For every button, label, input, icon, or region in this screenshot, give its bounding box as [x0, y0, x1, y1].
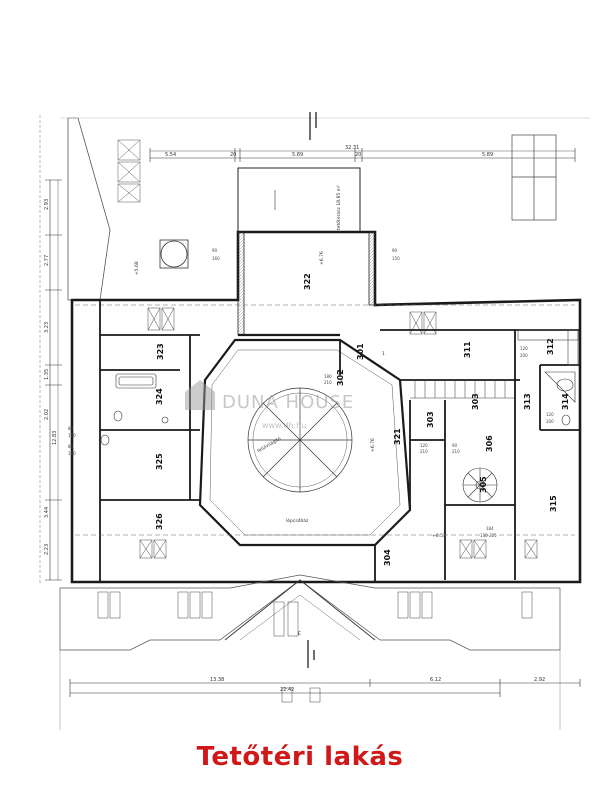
door-80-a: 80: [68, 426, 74, 431]
top-dimension-ticks: [149, 148, 576, 162]
left-dim-1: 2.93: [44, 199, 50, 210]
skylight-cluster-top-left: [117, 139, 141, 203]
dome-skylight: [247, 387, 353, 493]
room-306-label: 306: [485, 435, 494, 452]
opening-200-a: 200: [520, 353, 528, 358]
section-marker-bottom: [307, 640, 315, 668]
room-326-label: 326: [155, 513, 164, 530]
roof-lower: [59, 574, 561, 651]
opening-90-c: 90: [452, 443, 458, 448]
room-301-label: 301: [356, 343, 365, 360]
opening-120-c: 120: [420, 443, 428, 448]
door-180-a: 180: [68, 433, 76, 438]
north-label: É: [298, 629, 301, 637]
room-313-label: 313: [523, 393, 532, 410]
room-322-label: 322: [303, 273, 312, 290]
top-dim-3: 5.89: [292, 152, 303, 158]
level-321-label: +6.76: [370, 438, 376, 452]
living-room-octagon: [198, 338, 412, 547]
bottom-dimension-ticks: [69, 679, 581, 697]
top-dim-1: 5.54: [165, 152, 176, 158]
door-80-b: 80: [68, 444, 74, 449]
watermark-brand: DUNA HOUSE: [222, 392, 354, 413]
terrace-label: tetőterasz 18.85 m²: [336, 185, 342, 230]
room-315-label: 315: [549, 495, 558, 512]
left-dim-5: 2.02: [44, 409, 50, 420]
left-dim-total: 12.83: [52, 431, 58, 445]
level-right-label: +6.53: [432, 533, 446, 539]
opening-90-left: 90: [212, 248, 218, 253]
spiral-stair: [462, 467, 498, 503]
roof-skylights: [97, 591, 533, 703]
opening-180: 180: [324, 374, 332, 379]
opening-210: 210: [324, 380, 332, 385]
bottom-dim-2: 6.12: [430, 677, 441, 683]
opening-160-left: 160: [212, 256, 220, 261]
left-dim-2: 2.77: [44, 255, 50, 266]
opening-200-b: 200: [546, 419, 554, 424]
bottom-dim-total: 22.42: [280, 687, 294, 693]
room-302-label: 302: [336, 369, 345, 386]
bottom-dim-3: 2.92: [534, 677, 545, 683]
top-dim-2: 20: [230, 152, 236, 158]
dome-label: felülvilágító: [256, 435, 282, 454]
opening-184: 184: [486, 526, 494, 531]
opening-150-right: 150: [392, 256, 400, 261]
section-marker-top: [309, 112, 317, 140]
grid-label: lépcsőház: [286, 517, 309, 524]
caption-title: Tetőtéri lakás: [196, 742, 404, 772]
top-dim-4: 20: [355, 152, 361, 158]
opening-120-a: 120: [520, 346, 528, 351]
opening-120-b: 120: [546, 412, 554, 417]
left-wing-walls: [99, 300, 200, 582]
room-324-label: 324: [155, 388, 164, 405]
room-311-label: 311: [463, 341, 472, 358]
roof-gable-inner: [239, 594, 361, 641]
left-dim-6: 3.44: [44, 507, 50, 518]
opening-210-d: 210: [420, 449, 428, 454]
living-room-inner: [209, 349, 401, 536]
kitchen-counter: [517, 329, 579, 366]
top-dim-total: 32.31: [345, 145, 359, 151]
watermark-url: www.dh.hu: [262, 421, 306, 430]
room-325-label: 325: [155, 453, 164, 470]
left-dim-4: 1.35: [44, 369, 50, 380]
left-dim-7: 2.23: [44, 544, 50, 555]
room-323-label: 323: [156, 343, 165, 360]
neighbour-block-top-right: [511, 134, 557, 221]
corner-bath: [544, 371, 576, 426]
site-outline: [67, 117, 111, 301]
wall-322-hatched: [237, 231, 245, 336]
room-303-label-a: 303: [426, 411, 435, 428]
left-dimension-ticks: [45, 179, 62, 581]
room-303-label-b: 303: [471, 393, 480, 410]
opening-130-225: 130-225: [480, 533, 497, 538]
wall-322-hatched-right: [368, 231, 376, 306]
round-vent: [159, 239, 189, 269]
room-321-label: 321: [393, 428, 402, 445]
room-314-label: 314: [561, 393, 570, 410]
opening-210-c: 210: [452, 449, 460, 454]
opening-90-right: 90: [392, 248, 398, 253]
stairs-treads: [410, 380, 515, 399]
bottom-dim-1: 13.38: [210, 677, 224, 683]
roof-gable: [224, 579, 376, 641]
step-2-label: 2: [340, 378, 343, 384]
top-dim-5: 5.89: [482, 152, 493, 158]
level-left-label: +5.68: [134, 261, 140, 275]
door-180-b: 180: [68, 451, 76, 456]
skylights-row-lower: [139, 539, 538, 559]
room-304-label: 304: [383, 549, 392, 566]
skylights-row-upper: [147, 307, 437, 335]
bath-fixtures-324: [100, 373, 169, 446]
left-dim-3: 3.23: [44, 322, 50, 333]
watermark-logo: [185, 380, 215, 410]
level-322-label: +6.76: [319, 251, 325, 265]
stair-block: [339, 340, 520, 582]
room-312-label: 312: [546, 338, 555, 355]
room-305-label: 305: [479, 476, 488, 493]
step-1-label: 1: [382, 351, 385, 357]
